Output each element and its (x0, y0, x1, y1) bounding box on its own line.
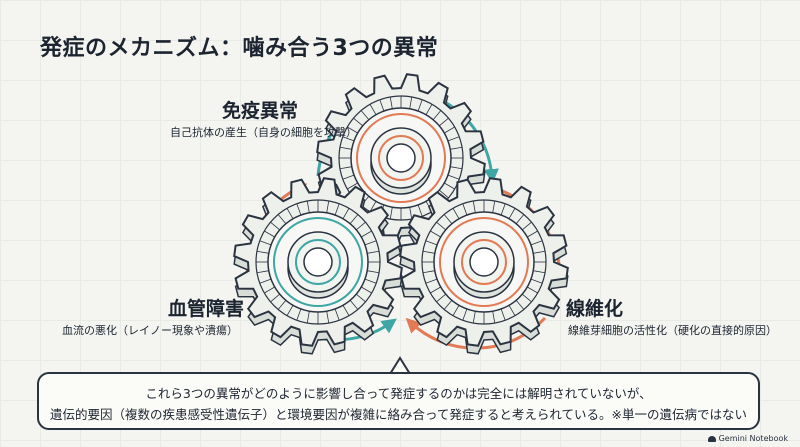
vascular-heading: 血管障害 (168, 298, 245, 320)
callout-line-2: 遺伝的要因（複数の疾患感受性遺伝子）と環境要因が複雑に絡み合って発症すると考えら… (50, 407, 747, 422)
vascular-subtitle: 血流の悪化（レイノー現象や潰瘍） (62, 324, 238, 337)
explanation-callout: これら3つの異常がどのように影響し合って発症するのかは完全には解明されていないが… (37, 372, 760, 430)
page-title: 発症のメカニズム：噛み合う3つの異常 (40, 36, 439, 61)
brand-mark: Gemini Notebook (707, 434, 788, 443)
immune-subtitle: 自己抗体の産生（自身の細胞を攻撃） (170, 126, 357, 139)
vascular-gear (233, 177, 403, 355)
brand-logo-icon (707, 435, 716, 442)
fibrosis-heading: 線維化 (566, 298, 624, 320)
immune-heading: 免疫異常 (222, 100, 299, 122)
callout-pointer (389, 356, 411, 374)
brand-label: Gemini Notebook (718, 434, 788, 443)
fibrosis-gear (399, 177, 569, 355)
fibrosis-subtitle: 線維芽細胞の活性化（硬化の直接的原因） (568, 324, 777, 337)
callout-line-1: これら3つの異常がどのように影響し合って発症するのかは完全には解明されていないが… (145, 386, 652, 401)
